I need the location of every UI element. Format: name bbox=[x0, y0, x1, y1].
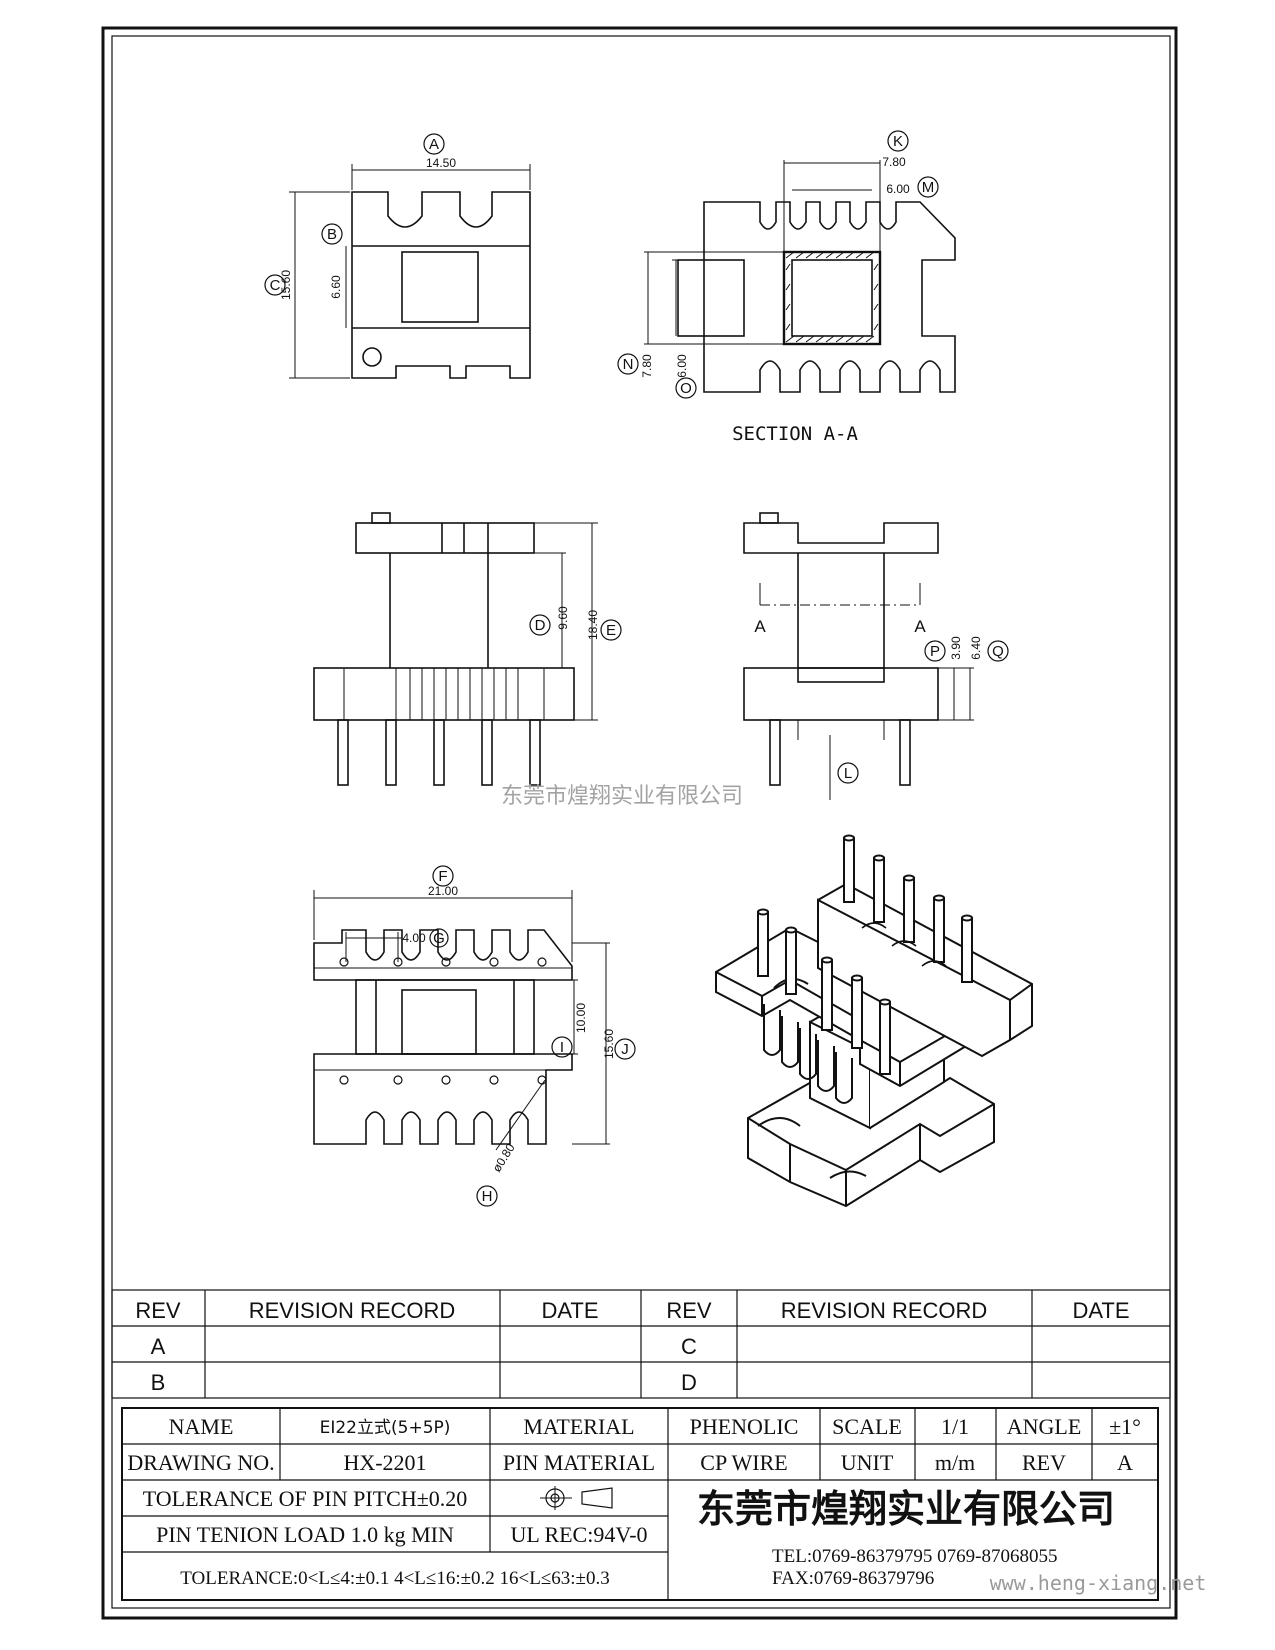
isometric-view bbox=[715, 834, 1033, 1208]
label-N: N bbox=[623, 356, 634, 373]
date-header-1: DATE bbox=[541, 1298, 598, 1323]
dim-N: 7.80 bbox=[640, 354, 654, 378]
dim-P: 3.90 bbox=[949, 636, 963, 660]
dim-Q: 6.40 bbox=[969, 636, 983, 660]
rev-header-2: REV bbox=[666, 1298, 712, 1323]
company-name: 东莞市煌翔实业有限公司 bbox=[697, 1487, 1115, 1531]
title-block bbox=[121, 1407, 1159, 1601]
label-G: G bbox=[433, 930, 445, 947]
label-J: J bbox=[621, 1041, 629, 1058]
label-B: B bbox=[327, 226, 337, 243]
rev-label: REV bbox=[1022, 1450, 1066, 1475]
dim-A: 14.50 bbox=[426, 156, 456, 170]
drawing-no-label: DRAWING NO. bbox=[127, 1450, 274, 1475]
section-cut-left: A bbox=[754, 617, 766, 636]
revision-table bbox=[111, 1289, 1171, 1399]
dim-E: 18.40 bbox=[586, 610, 600, 640]
dim-J: 15.60 bbox=[602, 1029, 616, 1059]
rev-row-d: D bbox=[681, 1370, 697, 1395]
scale-value: 1/1 bbox=[941, 1414, 969, 1439]
section-title: SECTION A-A bbox=[732, 423, 858, 445]
pin-pitch-tolerance: TOLERANCE OF PIN PITCH±0.20 bbox=[143, 1486, 468, 1511]
label-C: C bbox=[270, 277, 281, 294]
unit-label: UNIT bbox=[841, 1450, 894, 1475]
dim-B: 6.60 bbox=[329, 275, 343, 299]
front-view: 9.60 D 18.40 E bbox=[313, 512, 622, 786]
revision-record-header-2: REVISION RECORD bbox=[781, 1298, 988, 1323]
company-fax: FAX:0769-86379796 bbox=[772, 1568, 934, 1589]
rev-value: A bbox=[1117, 1450, 1133, 1475]
rev-row-c: C bbox=[681, 1334, 697, 1359]
tolerance-ranges: TOLERANCE:0<L≤4:±0.1 4<L≤16:±0.2 16<L≤63… bbox=[180, 1568, 610, 1589]
drawing-border-outer bbox=[101, 26, 1178, 1620]
title-block-text: NAME EI22立式(5+5P) MATERIAL PHENOLIC SCAL… bbox=[127, 1414, 1141, 1589]
rev-row-b: B bbox=[151, 1370, 166, 1395]
side-view: A A 3.90 6.40 P Q L bbox=[743, 512, 1009, 800]
dim-F: 21.00 bbox=[428, 884, 458, 898]
label-O: O bbox=[680, 380, 692, 397]
bottom-view: 21.00 F 4.00 G 10.00 I 15.60 J ø0.80 H bbox=[313, 865, 636, 1207]
dim-M: 6.00 bbox=[886, 182, 910, 196]
pin-material-label: PIN MATERIAL bbox=[503, 1450, 655, 1475]
ul-rec: UL REC:94V-0 bbox=[510, 1522, 647, 1547]
angle-value: ±1° bbox=[1109, 1414, 1141, 1439]
company-tel: TEL:0769-86379795 0769-87068055 bbox=[772, 1546, 1058, 1567]
rev-row-a: A bbox=[151, 1334, 166, 1359]
unit-value: m/m bbox=[935, 1450, 975, 1475]
label-A: A bbox=[429, 136, 439, 153]
label-F: F bbox=[438, 868, 447, 885]
top-view: 14.50 A 15.60 C 6.60 B bbox=[264, 133, 531, 379]
drawing-border-inner bbox=[111, 35, 1171, 1609]
date-header-2: DATE bbox=[1072, 1298, 1129, 1323]
name-value: EI22立式(5+5P) bbox=[320, 1418, 451, 1438]
revision-record-header-1: REVISION RECORD bbox=[249, 1298, 456, 1323]
material-value: PHENOLIC bbox=[690, 1414, 799, 1439]
name-label: NAME bbox=[169, 1414, 234, 1439]
dim-C: 15.60 bbox=[279, 270, 293, 300]
dim-I: 10.00 bbox=[574, 1003, 588, 1033]
material-label: MATERIAL bbox=[523, 1414, 634, 1439]
watermark-text: 东莞市煌翔实业有限公司 bbox=[501, 784, 743, 809]
dim-G: 4.00 bbox=[402, 931, 426, 945]
label-H: H bbox=[482, 1188, 493, 1205]
dim-H: ø0.80 bbox=[490, 1141, 518, 1175]
revision-table-text: REV REVISION RECORD DATE REV REVISION RE… bbox=[135, 1298, 1129, 1395]
pin-tension-load: PIN TENION LOAD 1.0 kg MIN bbox=[156, 1522, 454, 1547]
rev-header-1: REV bbox=[135, 1298, 181, 1323]
label-K: K bbox=[893, 133, 903, 150]
section-cut-right: A bbox=[914, 617, 926, 636]
scale-label: SCALE bbox=[832, 1414, 902, 1439]
label-M: M bbox=[922, 179, 935, 196]
label-Q: Q bbox=[992, 643, 1004, 660]
dim-O: 6.00 bbox=[675, 354, 689, 378]
drawing-no-value: HX-2201 bbox=[343, 1450, 426, 1475]
dim-K: 7.80 bbox=[882, 155, 906, 169]
pin-material-value: CP WIRE bbox=[700, 1450, 787, 1475]
label-L: L bbox=[844, 765, 852, 782]
label-I: I bbox=[560, 1039, 564, 1056]
angle-label: ANGLE bbox=[1007, 1414, 1082, 1439]
label-P: P bbox=[930, 643, 940, 660]
section-view: 7.80 K 6.00 M 7.80 6.00 N O SECTION A-A bbox=[617, 130, 956, 445]
website-url: www.heng-xiang.net bbox=[990, 1571, 1207, 1595]
dim-D: 9.60 bbox=[556, 606, 570, 630]
label-E: E bbox=[606, 622, 616, 639]
label-D: D bbox=[535, 617, 546, 634]
